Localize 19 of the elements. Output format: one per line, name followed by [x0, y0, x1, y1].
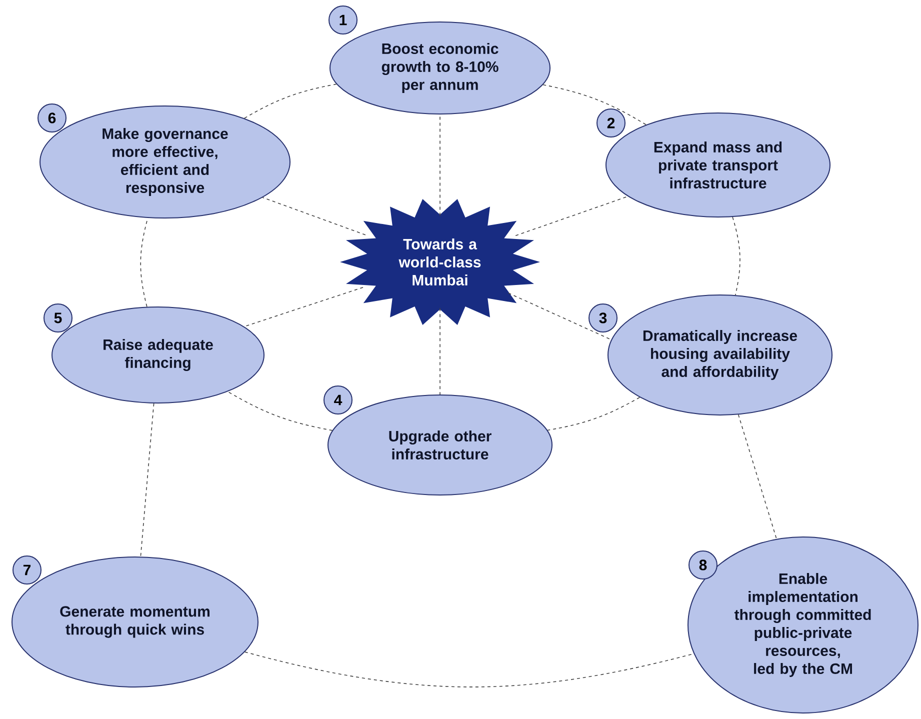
dashed-connector [227, 391, 333, 431]
number-badge: 5 [44, 303, 72, 332]
dashed-connector [738, 414, 777, 540]
dashed-connector [140, 403, 154, 557]
number-badge: 7 [12, 555, 42, 584]
dashed-connector [244, 84, 337, 119]
dashed-connector [515, 196, 628, 236]
number-badge: 8 [688, 550, 718, 580]
dashed-connector [547, 396, 640, 431]
number-badge: 4 [324, 385, 352, 414]
dashed-connector [244, 286, 364, 327]
number-badge: 6 [38, 104, 66, 132]
dashed-connector [244, 652, 694, 688]
dashed-connector [508, 292, 612, 340]
dashed-connector [262, 197, 366, 236]
dashed-connector [542, 84, 646, 126]
dashed-connector [732, 216, 740, 296]
number-badge: 2 [596, 108, 626, 138]
number-badge: 3 [588, 303, 618, 332]
